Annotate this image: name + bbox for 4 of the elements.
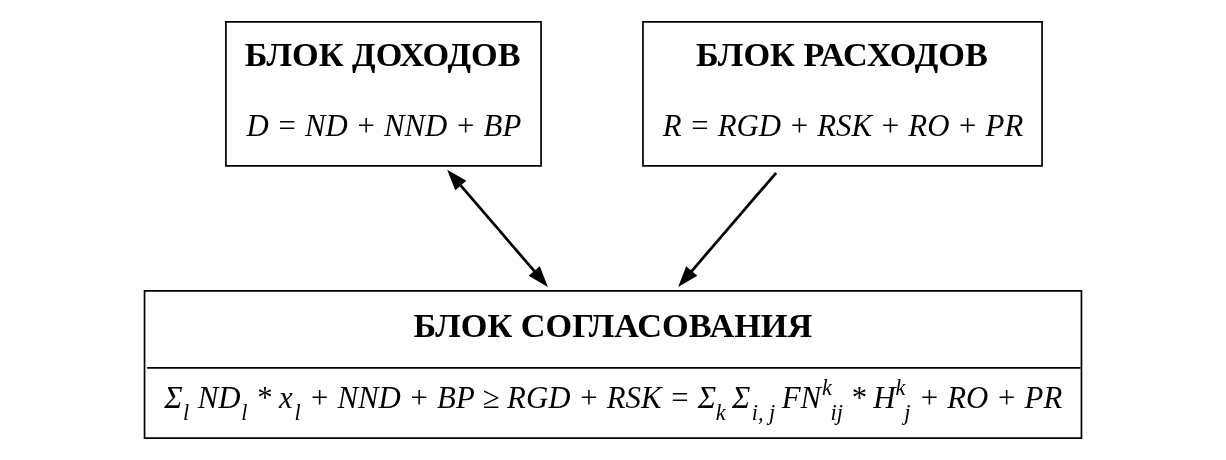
node-box: БЛОК РАСХОДОВ R = RGD + RSK + RO + PR (642, 21, 1043, 167)
arrow (678, 171, 778, 287)
node-box: БЛОК ДОХОДОВ D = ND + NND + BP (225, 21, 542, 167)
arrow (447, 169, 548, 287)
